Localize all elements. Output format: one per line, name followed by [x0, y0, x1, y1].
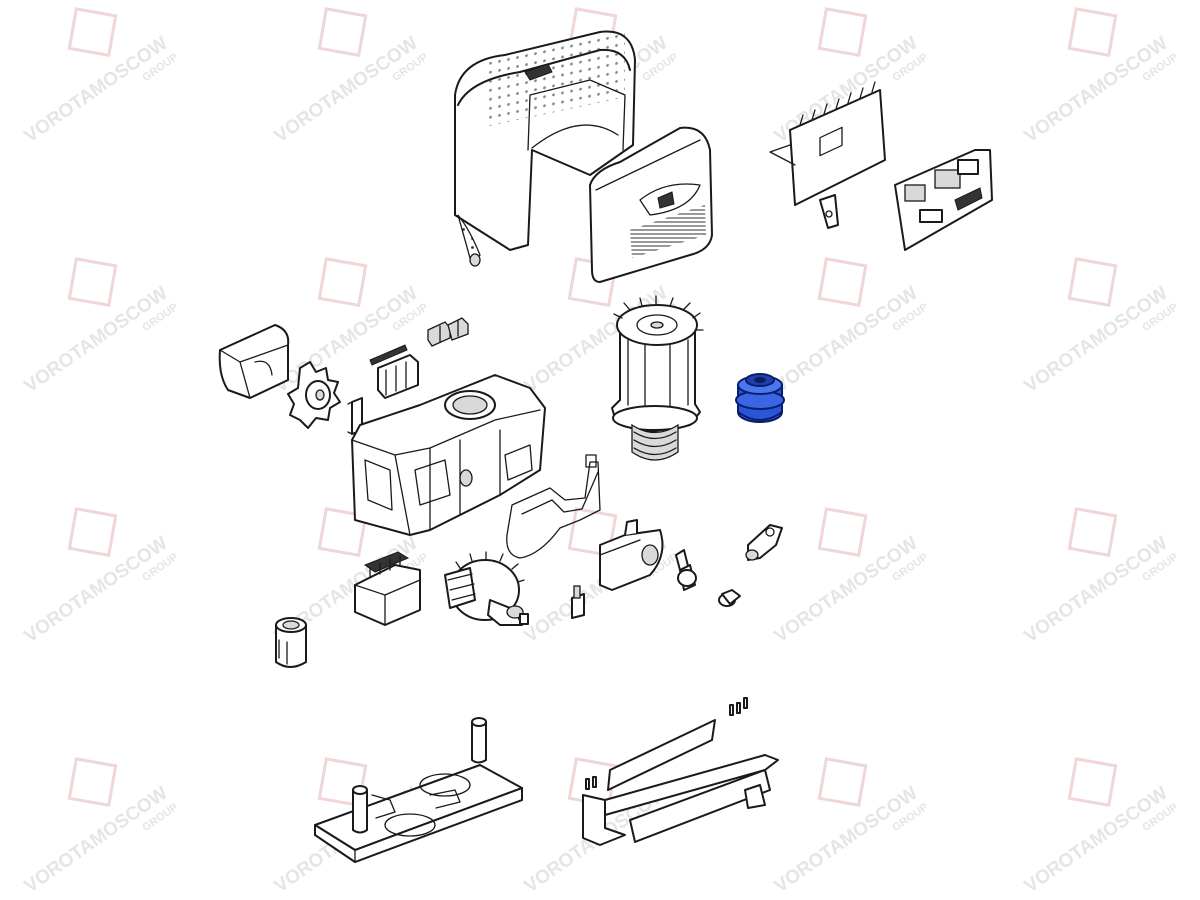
foundation-plate[interactable]: [314, 717, 523, 863]
watermark-brand-text: VOROTAMOSCOW: [1021, 283, 1172, 398]
lock-cylinder[interactable]: [675, 549, 697, 591]
rack-mounting-brackets[interactable]: [582, 697, 779, 846]
watermark-brand-text: VOROTAMOSCOW: [21, 33, 172, 148]
watermark-logo-icon: [817, 257, 868, 307]
watermark-brand-text: VOROTAMOSCOW: [21, 533, 172, 648]
watermark-logo-icon: [1067, 257, 1118, 307]
watermark-brand-text: VOROTAMOSCOW: [771, 283, 922, 398]
control-board[interactable]: [769, 81, 993, 251]
release-key[interactable]: [745, 524, 783, 561]
watermark-logo-icon: [317, 7, 368, 57]
watermark-logo-icon: [817, 7, 868, 57]
bushing[interactable]: [275, 617, 307, 668]
watermark-logo-icon: [67, 7, 118, 57]
housing-gasket[interactable]: [506, 454, 601, 559]
watermark-logo-icon: [67, 757, 118, 807]
watermark-logo-icon: [817, 757, 868, 807]
small-screw[interactable]: [718, 589, 741, 607]
microswitch[interactable]: [571, 585, 585, 619]
watermark-brand-text: VOROTAMOSCOW: [771, 783, 922, 898]
watermark-brand-text: VOROTAMOSCOW: [271, 33, 422, 148]
watermark-brand-text: VOROTAMOSCOW: [771, 533, 922, 648]
watermark-brand-text: VOROTAMOSCOW: [1021, 533, 1172, 648]
watermark-logo-icon: [67, 257, 118, 307]
watermark-logo-icon: [317, 257, 368, 307]
watermark-brand-text: VOROTAMOSCOW: [1021, 33, 1172, 148]
watermark-brand-text: VOROTAMOSCOW: [21, 283, 172, 398]
watermark-logo-icon: [317, 507, 368, 557]
watermark-brand-text: VOROTAMOSCOW: [1021, 783, 1172, 898]
gearbox-housing[interactable]: [351, 374, 546, 536]
terminal-block[interactable]: [369, 344, 419, 399]
connector-clips[interactable]: [427, 317, 469, 347]
small-gear[interactable]: [287, 361, 341, 429]
electric-motor[interactable]: [611, 295, 704, 461]
highlighted-worm-wheel[interactable]: [735, 373, 785, 423]
side-cap[interactable]: [218, 324, 290, 399]
watermark-logo-icon: [1067, 757, 1118, 807]
transformer[interactable]: [354, 551, 421, 626]
front-cover[interactable]: [589, 126, 713, 283]
cover-plate[interactable]: [599, 519, 664, 591]
output-gear-assembly[interactable]: [444, 551, 529, 626]
watermark-brand-text: VOROTAMOSCOW: [21, 783, 172, 898]
watermark-logo-icon: [67, 507, 118, 557]
watermark-logo-icon: [1067, 507, 1118, 557]
watermark-logo-icon: [1067, 7, 1118, 57]
top-cover[interactable]: [454, 27, 636, 267]
watermark-logo-icon: [817, 507, 868, 557]
